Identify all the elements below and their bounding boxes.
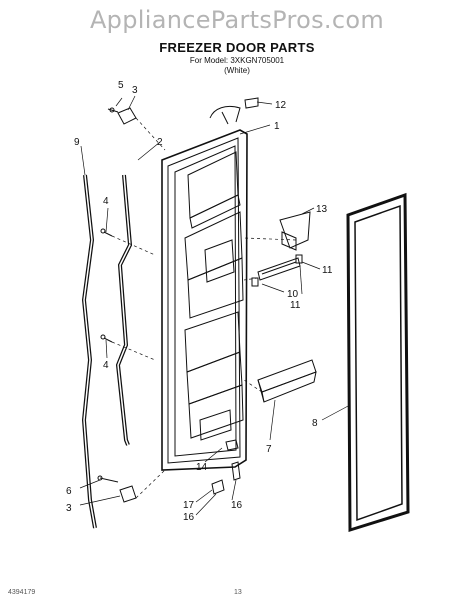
callout-10: 10 — [287, 289, 299, 300]
diagram-title: FREEZER DOOR PARTS — [159, 40, 315, 55]
callout-2: 2 — [157, 137, 163, 148]
callout-6: 6 — [66, 486, 72, 497]
callout-4-top: 4 — [103, 196, 109, 207]
part-7-door-bin — [257, 359, 317, 403]
callout-9: 9 — [74, 137, 80, 148]
callout-1: 1 — [274, 121, 280, 132]
callout-8: 8 — [312, 418, 318, 429]
callout-12: 12 — [275, 100, 287, 111]
part-4-screws — [100, 228, 113, 343]
model-info: For Model: 3XKGN705001 (White) — [0, 56, 474, 76]
footer-part-code: 4394179 — [8, 589, 35, 596]
part-9-gasket-strip — [81, 174, 97, 529]
callout-4-bottom: 4 — [103, 360, 109, 371]
leader-lines — [79, 95, 351, 516]
part-top-hinge — [107, 107, 137, 125]
part-2-trim-strip — [115, 174, 133, 446]
part-13-ice-chute — [279, 211, 311, 251]
model-number: For Model: 3XKGN705001 — [189, 56, 285, 65]
callout-17: 17 — [183, 500, 195, 511]
part-8-door-gasket — [346, 192, 410, 533]
callout-5: 5 — [118, 80, 124, 91]
assembly-lines — [111, 117, 297, 499]
part-bottom-hinge — [97, 475, 137, 503]
callout-11-right: 11 — [322, 265, 333, 276]
callout-7: 7 — [266, 444, 272, 455]
model-color: (White) — [224, 66, 250, 75]
callout-16-bottom: 16 — [183, 512, 195, 523]
part-12-clip — [244, 97, 259, 109]
watermark: AppliancePartsPros.com — [89, 6, 385, 34]
part-1-door-liner — [161, 105, 248, 471]
callout-13: 13 — [316, 204, 328, 215]
callout-16-right: 16 — [231, 500, 243, 511]
callout-3-top: 3 — [132, 85, 138, 96]
footer-page-number: 13 — [234, 589, 242, 596]
part-bottom-small-parts — [211, 439, 241, 495]
callout-labels: 5 3 12 1 9 2 4 13 11 10 11 4 8 7 14 6 16… — [66, 80, 333, 523]
callout-11-bottom: 11 — [290, 300, 301, 311]
callout-3-bottom: 3 — [66, 503, 72, 514]
callout-14: 14 — [196, 462, 208, 473]
part-10-cover-strip — [251, 254, 303, 287]
